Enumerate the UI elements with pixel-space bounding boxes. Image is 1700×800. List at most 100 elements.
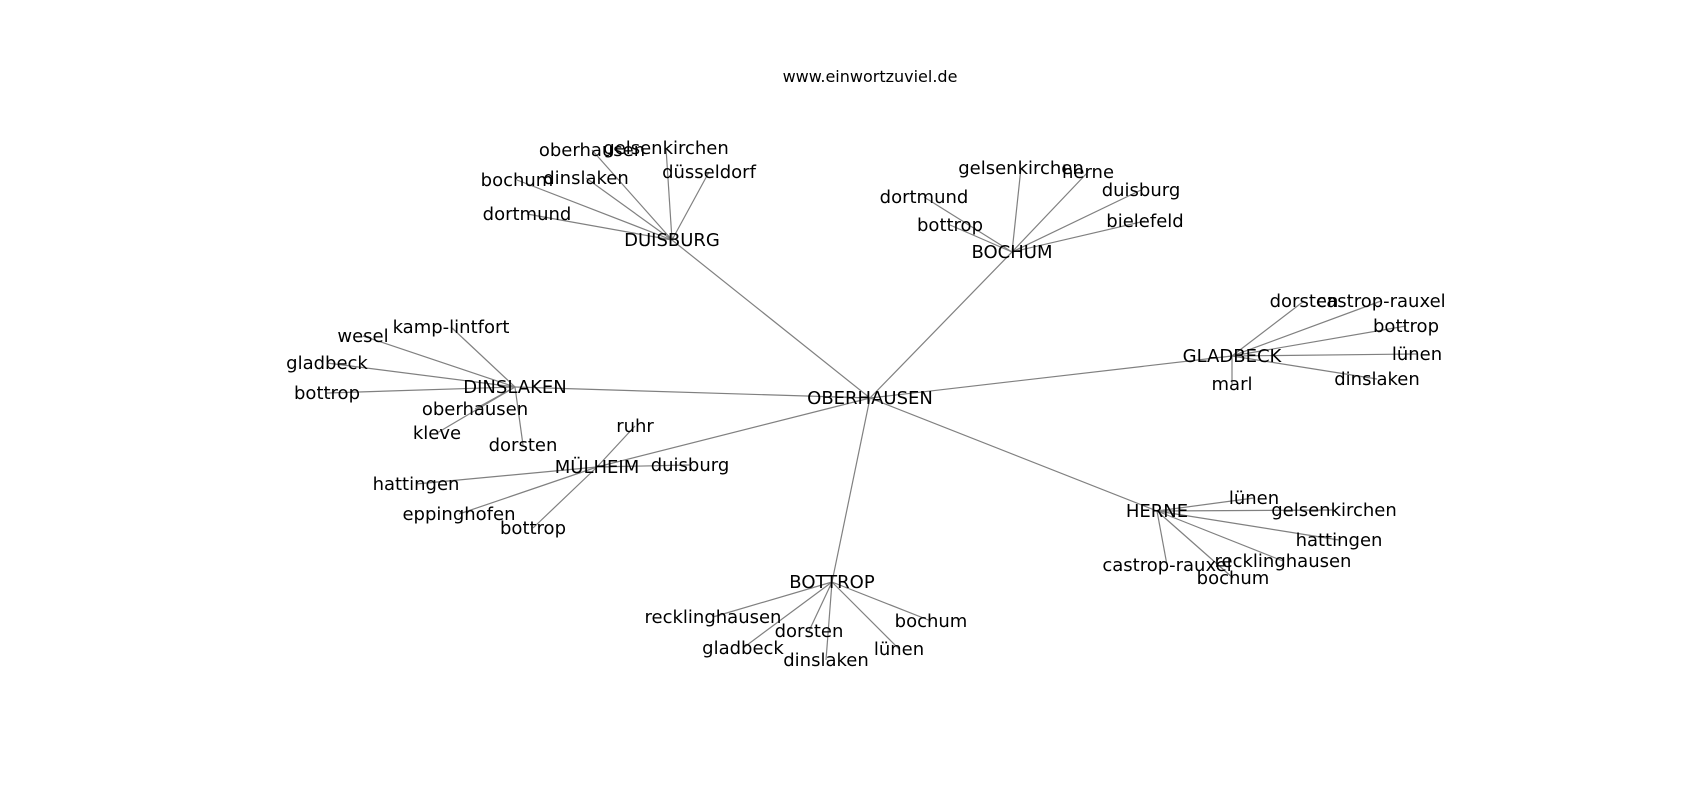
leaf-node-label: recklinghausen [645,607,782,628]
edge-hub-leaf [1156,510,1234,579]
leaf-node-label: dortmund [483,204,572,225]
edge-hub-leaf [671,171,710,241]
edge-hub-leaf [665,147,673,241]
edge-hub-leaf [596,464,691,468]
edge-hub-leaf [516,179,673,241]
edge-hub-leaf [1231,353,1418,357]
hub-node-label: DINSLAKEN [463,377,566,398]
edge-hub-leaf [1231,355,1378,380]
edge-hub-leaf [1156,510,1340,541]
edge-hub-leaf [1011,167,1022,253]
edge-hub-leaf [1231,300,1305,357]
leaf-node-label: bochum [895,611,968,632]
edge-root-hub [831,397,871,583]
edge-hub-leaf [326,386,516,394]
edge-hub-leaf [591,149,673,241]
edge-hub-leaf [436,386,516,434]
leaf-node-label: kamp-lintfort [393,317,510,338]
leaf-node-label: herne [1062,162,1114,183]
edge-root-hub [671,239,871,399]
hub-node-label: BOCHUM [971,242,1052,263]
edge-hub-leaf [585,177,673,241]
edge-hub-leaf [1156,497,1255,512]
leaf-node-label: oberhausen [422,399,528,420]
leaf-node-label: duisburg [1102,180,1181,201]
leaf-node-label: marl [1212,374,1253,395]
edge-hub-leaf [1011,220,1146,253]
edge-hub-leaf [326,362,516,388]
edge-root-hub [514,386,871,399]
root-node-label: OBERHAUSEN [807,388,933,409]
leaf-node-label: bielefeld [1106,211,1183,232]
graph-labels: OBERHAUSENDUISBURGoberhausengelsenkirche… [286,138,1446,671]
leaf-node-label: lünen [1229,488,1279,509]
hub-node-label: DUISBURG [624,230,720,251]
leaf-node-label: castrop-rauxel [1102,555,1231,576]
leaf-node-label: wesel [337,326,388,347]
edge-root-hub [869,397,1158,512]
leaf-node-label: oberhausen [539,140,645,161]
leaf-node-label: dortmund [880,187,969,208]
leaf-node-label: gelsenkirchen [958,158,1084,179]
hub-node-label: HERNE [1126,501,1188,522]
leaf-node-label: düsseldorf [662,162,757,183]
leaf-node-label: hattingen [373,474,460,495]
edge-hub-leaf [1231,325,1407,357]
edge-hub-leaf [1156,510,1284,562]
leaf-node-label: dinslaken [543,168,629,189]
leaf-node-label: bochum [481,170,554,191]
edge-hub-leaf [532,466,598,529]
leaf-node-label: dorsten [1270,291,1339,312]
leaf-node-label: bottrop [1373,316,1439,337]
edge-hub-leaf [831,581,932,622]
leaf-node-label: castrop-rauxel [1316,291,1445,312]
leaf-node-label: bochum [1197,568,1270,589]
edge-hub-leaf [1231,300,1382,357]
hub-node-label: GLADBECK [1183,346,1283,367]
leaf-node-label: gelsenkirchen [603,138,729,159]
hub-node-label: MÜLHEIM [555,456,639,478]
edge-hub-leaf [808,581,833,632]
leaf-node-label: dinslaken [1334,369,1420,390]
edge-hub-leaf [526,213,673,241]
leaf-node-label: gelsenkirchen [1271,500,1397,521]
leaf-node-label: bottrop [917,215,983,236]
edge-hub-leaf [514,386,524,446]
leaf-node-label: gladbeck [702,638,784,659]
edge-hub-leaf [923,196,1013,253]
leaf-node-label: bottrop [294,383,360,404]
leaf-node-label: dorsten [489,435,558,456]
leaf-node-label: dorsten [775,621,844,642]
edge-hub-leaf [450,326,516,388]
leaf-node-label: kleve [413,423,461,444]
leaf-node-label: lünen [874,639,924,660]
leaf-node-label: hattingen [1296,530,1383,551]
edge-hub-leaf [1011,171,1089,253]
edge-hub-leaf [1156,509,1335,512]
leaf-node-label: dinslaken [783,650,869,671]
edge-root-hub [869,355,1233,399]
edge-hub-leaf [415,466,598,485]
edge-hub-leaf [1156,510,1168,566]
leaf-node-label: recklinghausen [1215,551,1352,572]
edge-hub-leaf [831,581,900,650]
edge-hub-leaf [742,581,833,649]
edge-hub-leaf [1011,189,1142,253]
edge-root-hub [596,397,871,468]
leaf-node-label: eppinghofen [402,504,515,525]
page-title: www.einwortzuviel.de [783,67,958,86]
edge-hub-leaf [712,581,833,618]
edge-hub-leaf [825,581,833,661]
edge-hub-leaf [458,466,598,515]
edge-root-hub [869,251,1013,399]
leaf-node-label: duisburg [651,455,730,476]
leaf-node-label: gladbeck [286,353,368,374]
hub-node-label: BOTTROP [789,572,875,593]
leaf-node-label: ruhr [616,416,654,437]
graph-edges [326,147,1418,661]
leaf-node-label: bottrop [500,518,566,539]
leaf-node-label: lünen [1392,344,1442,365]
edge-hub-leaf [949,224,1013,253]
edge-hub-leaf [596,425,636,468]
